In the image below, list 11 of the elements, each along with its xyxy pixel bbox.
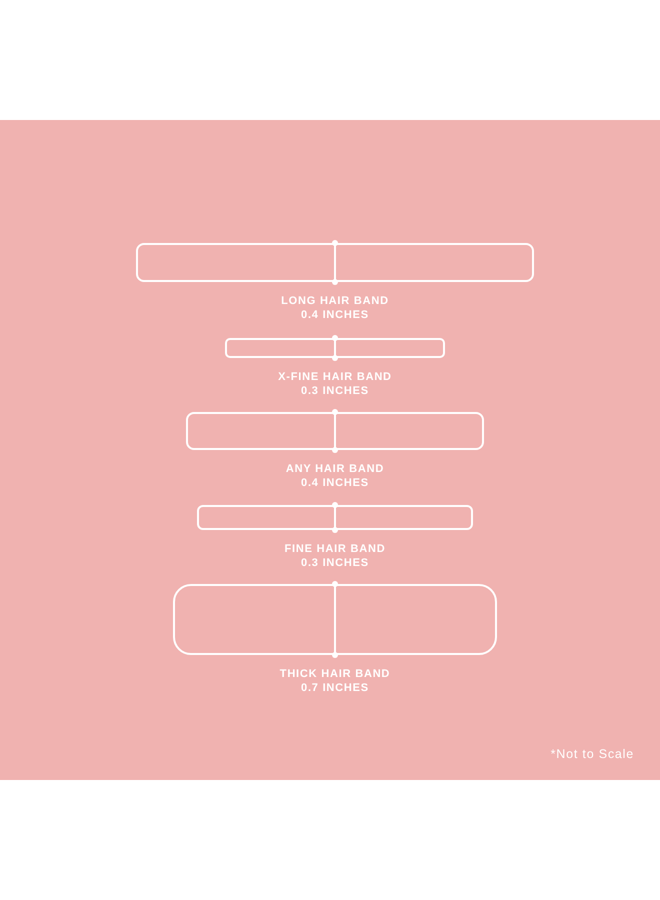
band-name: LONG HAIR BAND: [280, 294, 390, 308]
band-width: 0.3 INCHES: [300, 384, 370, 398]
band-width: 0.4 INCHES: [300, 476, 370, 490]
band-name: FINE HAIR BAND: [283, 542, 387, 556]
band-width: 0.3 INCHES: [300, 556, 370, 570]
band-name: X-FINE HAIR BAND: [277, 370, 393, 384]
band-name: ANY HAIR BAND: [284, 462, 386, 476]
band-width: 0.7 INCHES: [300, 681, 370, 695]
band-width: 0.4 INCHES: [300, 308, 370, 322]
band-name: THICK HAIR BAND: [278, 667, 392, 681]
scale-note: *Not to Scale: [550, 747, 634, 761]
